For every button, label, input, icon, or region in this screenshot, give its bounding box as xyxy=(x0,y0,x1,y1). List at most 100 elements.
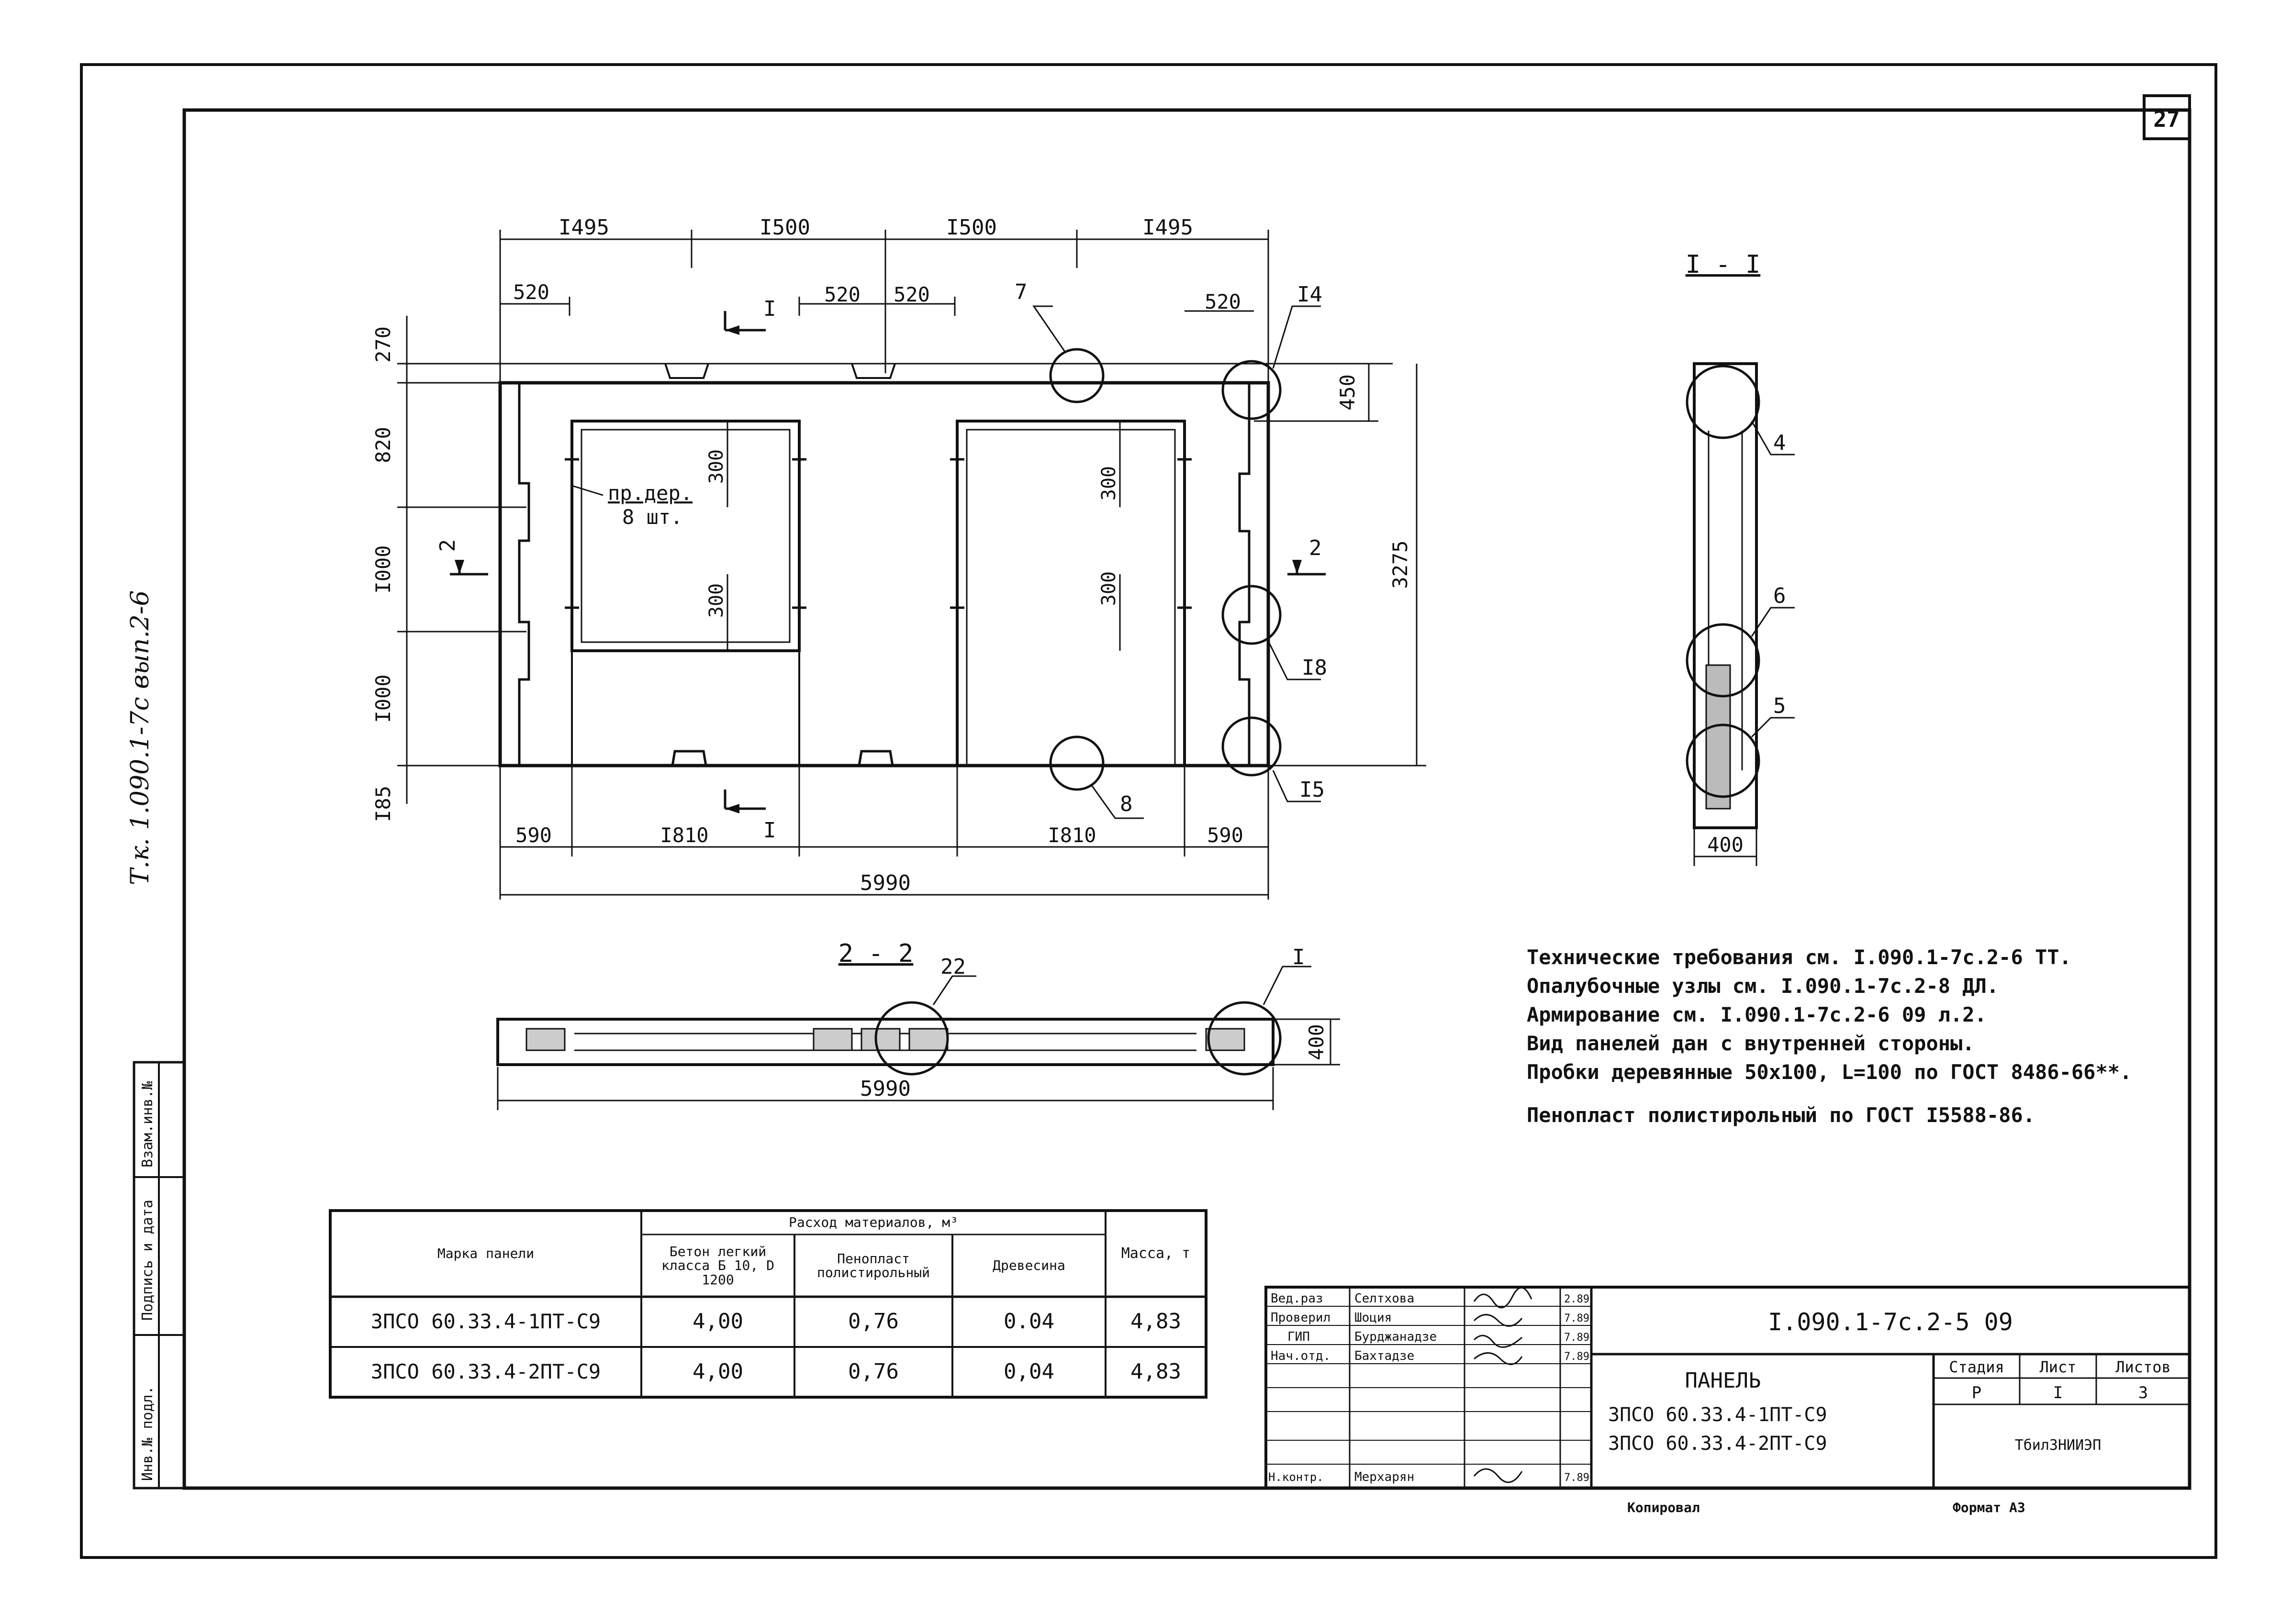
materials-table-grid xyxy=(329,1209,1207,1399)
side-stamp: Т.к. 1.090.1-7с вып.2-6 xyxy=(126,590,155,885)
strip-inv-no: Инв.№ подл. xyxy=(139,1386,156,1481)
tb-stage: Р xyxy=(1972,1383,1981,1402)
tb-role-4: Нач.отд. xyxy=(1271,1349,1330,1363)
tb-sheets: 3 xyxy=(2138,1383,2148,1402)
tb-date-4: 7.89 xyxy=(1564,1351,1589,1363)
tb-name-1: Селтхова xyxy=(1354,1291,1414,1306)
dim-bottom-1: 590 xyxy=(515,823,552,847)
callout-circle-I xyxy=(1207,1001,1282,1076)
callout-circle-6 xyxy=(1686,623,1760,698)
callout-circle-8 xyxy=(1049,735,1105,791)
tb-stage-label: Стадия xyxy=(1949,1358,2004,1376)
callout-15: I5 xyxy=(1299,778,1325,802)
dim-top-1: I495 xyxy=(559,215,609,240)
dim-left-820: 820 xyxy=(371,427,395,463)
dim-top-2: I500 xyxy=(760,215,810,240)
dim-total-length: 5990 xyxy=(860,871,911,895)
title-block-grid xyxy=(1264,1286,2191,1490)
callout-circle-7 xyxy=(1049,348,1105,403)
section-11-width: 400 xyxy=(1707,833,1744,856)
section-22-title: 2 - 2 xyxy=(839,939,914,968)
panel-outline xyxy=(498,381,1270,768)
main-panel-view: I495 I500 I500 I495 520 520 520 520 270 … xyxy=(371,215,1426,900)
tb-date-5: 7.89 xyxy=(1564,1472,1589,1484)
callout-4: 4 xyxy=(1773,431,1786,455)
dim-right-3275: 3275 xyxy=(1388,540,1412,589)
callout-6: 6 xyxy=(1773,584,1786,608)
tb-role-1: Вед.раз xyxy=(1271,1291,1323,1306)
tb-format: Формат А3 xyxy=(1953,1500,2025,1515)
plug-note-2: 8 шт. xyxy=(622,505,682,529)
dim-bottom-2: I810 xyxy=(660,823,708,847)
note-1: Технические требования см. I.090.1-7с.2-… xyxy=(1527,945,2071,969)
sheet-number: 27 xyxy=(2153,106,2180,132)
tb-sheets-label: Листов xyxy=(2115,1358,2171,1376)
dim-bottom-4: 590 xyxy=(1207,823,1243,847)
dim-inner-3: 300 xyxy=(1098,466,1120,501)
inner-frame xyxy=(182,108,2191,1490)
dim-left-1000a: I000 xyxy=(371,545,395,593)
note-3: Армирование см. I.090.1-7с.2-6 09 л.2. xyxy=(1527,1003,1987,1026)
section-mark-top: I xyxy=(763,297,776,321)
callout-14: I4 xyxy=(1297,282,1322,307)
tb-sheet: I xyxy=(2053,1383,2063,1402)
tb-organization: ТбилЗНИИЭП xyxy=(2015,1437,2102,1454)
dim-inner-2: 300 xyxy=(705,583,727,618)
dim-sub-2: 520 xyxy=(824,283,861,306)
tb-date-2: 7.89 xyxy=(1564,1313,1589,1324)
tb-date-1: 2.89 xyxy=(1564,1293,1589,1305)
tb-name-5: Мерхарян xyxy=(1354,1470,1414,1484)
dim-top-4: I495 xyxy=(1142,215,1193,240)
tb-name-2: Шоция xyxy=(1354,1311,1392,1325)
section-2-2: 2 - 2 22 I 400 5990 xyxy=(496,939,1340,1110)
tb-product-line2: ЗПСО 60.33.4-2ПТ-С9 xyxy=(1608,1433,1827,1455)
note-5: Пробки деревянные 50х100, L=100 по ГОСТ … xyxy=(1527,1060,2132,1084)
dim-sub-4: 520 xyxy=(1205,290,1241,313)
tb-name-4: Бахтадзе xyxy=(1354,1349,1414,1363)
callout-I: I xyxy=(1292,945,1305,969)
outer-border xyxy=(80,63,2217,1559)
callout-circle-15 xyxy=(1221,716,1282,777)
section-22-length: 5990 xyxy=(860,1077,911,1101)
callout-8: 8 xyxy=(1120,792,1133,816)
dim-sub-1: 520 xyxy=(513,280,549,304)
tb-product-title: ПАНЕЛЬ xyxy=(1685,1368,1761,1393)
tb-doc-code: I.090.1-7с.2-5 09 xyxy=(1768,1308,2013,1336)
sheet-number-box xyxy=(2143,94,2191,140)
section-mark-bottom: I xyxy=(763,818,776,843)
callout-circle-18 xyxy=(1221,585,1282,645)
callout-circle-5 xyxy=(1686,723,1760,798)
opening-right xyxy=(956,420,1186,766)
signatures xyxy=(1473,1287,1532,1483)
tb-sheet-label: Лист xyxy=(2039,1358,2076,1376)
section2-mark-right: 2 xyxy=(1309,536,1322,560)
section-1-1: I - I 4 6 5 400 xyxy=(1686,250,1795,866)
note-4: Вид панелей дан с внутренней стороны. xyxy=(1527,1032,1975,1055)
dim-sub-3: 520 xyxy=(894,283,930,306)
tb-role-2: Проверил xyxy=(1271,1311,1330,1325)
left-strip: Взам.инв.№ Подпись и дата Инв.№ подл. xyxy=(133,1061,186,1490)
callout-7: 7 xyxy=(1015,280,1028,304)
tb-product-line1: ЗПСО 60.33.4-1ПТ-С9 xyxy=(1608,1404,1827,1426)
dim-right-450: 450 xyxy=(1336,374,1359,411)
callout-circle-4 xyxy=(1686,365,1760,439)
tb-copied: Копировал xyxy=(1627,1500,1700,1515)
notes-block: Технические требования см. I.090.1-7с.2-… xyxy=(1527,945,2132,1127)
dim-top-3: I500 xyxy=(946,215,997,240)
note-6: Пенопласт полистирольный по ГОСТ I5588-8… xyxy=(1527,1103,2035,1127)
tb-role-3: ГИП xyxy=(1287,1330,1310,1344)
section-22-height: 400 xyxy=(1305,1024,1328,1060)
dim-bottom-3: I810 xyxy=(1048,823,1096,847)
callout-circle-22 xyxy=(874,1001,949,1076)
note-2: Опалубочные узлы см. I.090.1-7с.2-8 ДЛ. xyxy=(1527,974,1999,998)
callout-22: 22 xyxy=(940,955,966,979)
dim-left-270: 270 xyxy=(371,326,395,363)
callout-circle-14 xyxy=(1221,360,1282,420)
tb-name-3: Бурджанадзе xyxy=(1354,1330,1437,1344)
callout-18: I8 xyxy=(1302,656,1327,680)
dim-inner-4: 300 xyxy=(1098,571,1120,606)
section2-mark-left: 2 xyxy=(436,539,460,552)
dim-inner-1: 300 xyxy=(705,449,727,484)
tb-date-3: 7.89 xyxy=(1564,1332,1589,1344)
